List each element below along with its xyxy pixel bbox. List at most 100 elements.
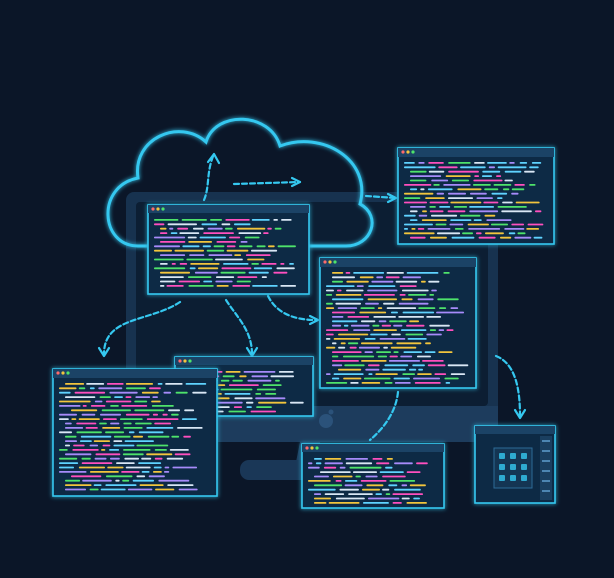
- code-token: [190, 263, 220, 265]
- code-token: [332, 360, 359, 362]
- code-token: [347, 316, 370, 318]
- code-token: [210, 219, 222, 221]
- code-token: [436, 311, 464, 314]
- window-title-bar: [302, 444, 444, 452]
- code-token: [169, 449, 189, 451]
- code-token: [125, 396, 132, 398]
- code-token: [365, 368, 380, 371]
- code-token: [141, 391, 159, 394]
- window-dot: [406, 150, 410, 154]
- code-token: [344, 364, 365, 367]
- code-token: [487, 162, 507, 164]
- code-token: [125, 466, 151, 469]
- code-token: [529, 184, 536, 186]
- code-token: [332, 351, 362, 353]
- code-token: [345, 462, 373, 465]
- connector-to-bottom-window-icon: [368, 390, 400, 442]
- window-dots-icon: [56, 371, 70, 375]
- code-token: [386, 458, 393, 460]
- window-dots-icon: [151, 207, 165, 211]
- code-token: [410, 210, 418, 213]
- code-token: [343, 324, 349, 327]
- code-token: [78, 387, 86, 390]
- code-token: [398, 302, 429, 305]
- code-token: [473, 219, 482, 221]
- code-token: [504, 228, 525, 230]
- code-token: [427, 188, 453, 191]
- code-token: [314, 497, 331, 500]
- code-token: [314, 484, 343, 487]
- code-token: [379, 471, 404, 473]
- window-dot: [411, 150, 415, 154]
- code-token: [361, 382, 381, 384]
- code-token: [146, 418, 179, 420]
- code-token: [281, 219, 292, 221]
- code-token: [314, 458, 322, 460]
- code-token: [102, 427, 121, 429]
- code-token: [189, 254, 205, 256]
- code-token: [453, 206, 468, 208]
- code-token: [171, 413, 179, 416]
- code-token: [265, 393, 277, 395]
- code-token: [410, 175, 442, 177]
- code-token: [333, 338, 361, 340]
- code-token: [179, 232, 200, 234]
- code-token: [448, 170, 479, 173]
- code-token: [493, 184, 512, 186]
- code-token: [125, 413, 150, 416]
- code-token: [503, 188, 510, 191]
- code-token: [524, 170, 535, 173]
- code-token: [267, 227, 272, 230]
- code-token: [224, 393, 251, 395]
- code-token: [277, 245, 296, 248]
- right-arrow-middle-icon: [266, 294, 318, 322]
- code-token: [348, 342, 359, 345]
- code-token: [410, 206, 426, 208]
- code-token: [216, 241, 237, 243]
- code-token: [153, 466, 162, 469]
- code-token: [114, 396, 123, 398]
- code-token: [332, 272, 344, 274]
- code-token: [225, 227, 233, 230]
- code-token: [99, 422, 107, 425]
- window-title-bar: [175, 357, 313, 365]
- code-token: [183, 435, 191, 438]
- code-token: [115, 479, 120, 482]
- code-token: [361, 320, 376, 323]
- code-token: [220, 379, 230, 382]
- sidebar-line: [542, 440, 550, 442]
- code-token: [428, 162, 444, 164]
- code-token: [74, 391, 106, 394]
- code-token: [164, 466, 170, 469]
- to-top-window-arrow-icon: [364, 194, 398, 200]
- code-token: [153, 471, 162, 473]
- code-token: [165, 383, 183, 385]
- code-token: [436, 192, 444, 195]
- code-token: [141, 457, 152, 460]
- code-token: [94, 400, 103, 403]
- code-token: [335, 302, 361, 305]
- code-token: [399, 294, 406, 296]
- code-token: [216, 285, 229, 287]
- sidebar-line: [542, 450, 550, 452]
- code-token: [113, 440, 123, 442]
- code-token: [225, 371, 241, 373]
- code-token: [201, 223, 218, 226]
- code-token: [365, 302, 379, 305]
- keypad-key: [510, 453, 516, 459]
- code-token: [332, 324, 342, 327]
- code-token: [410, 170, 427, 173]
- code-token: [410, 188, 418, 191]
- code-token: [123, 422, 132, 425]
- code-token: [105, 484, 137, 486]
- code-token: [248, 271, 269, 274]
- code-token: [417, 228, 425, 230]
- code-token: [360, 480, 387, 482]
- code-token: [175, 391, 188, 394]
- code-token: [410, 219, 418, 221]
- code-token: [527, 223, 544, 226]
- code-token: [65, 422, 72, 425]
- code-lines: [326, 272, 469, 384]
- code-token: [125, 383, 153, 385]
- code-token: [438, 329, 445, 331]
